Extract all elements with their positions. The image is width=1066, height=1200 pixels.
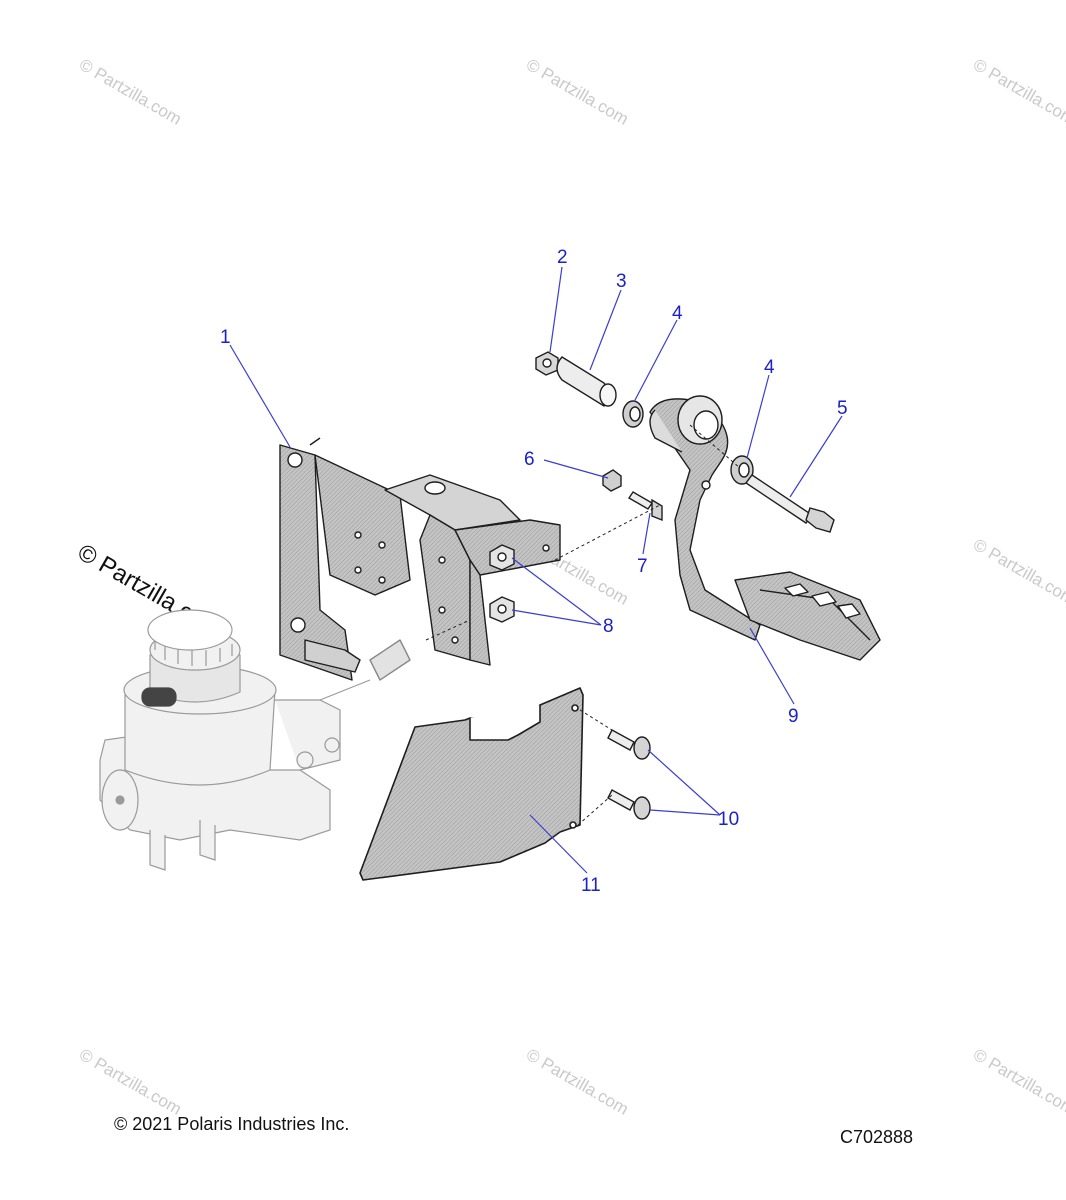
part-6-nut: [602, 469, 622, 492]
drawing-number: C702888: [840, 1127, 914, 1147]
callout-11: 11: [581, 875, 601, 896]
part-5-bolt: [744, 474, 835, 533]
part-4-washer: [622, 400, 754, 485]
callout-2: 2: [557, 247, 568, 268]
assembly-lines: [425, 424, 741, 826]
watermark: © Partzilla.com: [523, 1045, 632, 1119]
part-10-screw: [607, 729, 651, 820]
callout-8: 8: [603, 616, 614, 637]
callouts: 1 2 3 4 4 5 6 7 8 9 10 11: [220, 247, 848, 896]
watermark: © Partzilla.com: [76, 1045, 185, 1119]
part-2-nut: [535, 351, 559, 376]
part-9-pedal: [649, 395, 881, 661]
copyright-notice: © 2021 Polaris Industries Inc.: [114, 1114, 350, 1134]
part-11-shield: [359, 687, 584, 881]
watermarks: © Partzilla.com © Partzilla.com © Partzi…: [76, 55, 1066, 1119]
watermark: © Partzilla.com: [970, 55, 1066, 129]
callout-5: 5: [837, 398, 848, 419]
callout-4: 4: [764, 357, 775, 378]
part-3-sleeve: [556, 356, 617, 407]
watermark: © Partzilla.com: [970, 535, 1066, 609]
callout-7: 7: [637, 556, 648, 577]
part-7-pin: [628, 491, 663, 522]
part-8-nut: [489, 544, 515, 623]
watermark: © Partzilla.com: [76, 55, 185, 129]
callout-3: 3: [616, 271, 627, 292]
callout-4: 4: [672, 303, 683, 324]
callout-10: 10: [718, 809, 739, 830]
watermark: © Partzilla.com: [523, 55, 632, 129]
master-cylinder: [99, 609, 371, 871]
callout-1: 1: [220, 327, 231, 348]
watermark: © Partzilla.com: [970, 1045, 1066, 1119]
part-1-bracket: [279, 437, 561, 681]
leader-lines: [229, 266, 843, 874]
callout-9: 9: [788, 706, 799, 727]
callout-6: 6: [524, 449, 535, 470]
